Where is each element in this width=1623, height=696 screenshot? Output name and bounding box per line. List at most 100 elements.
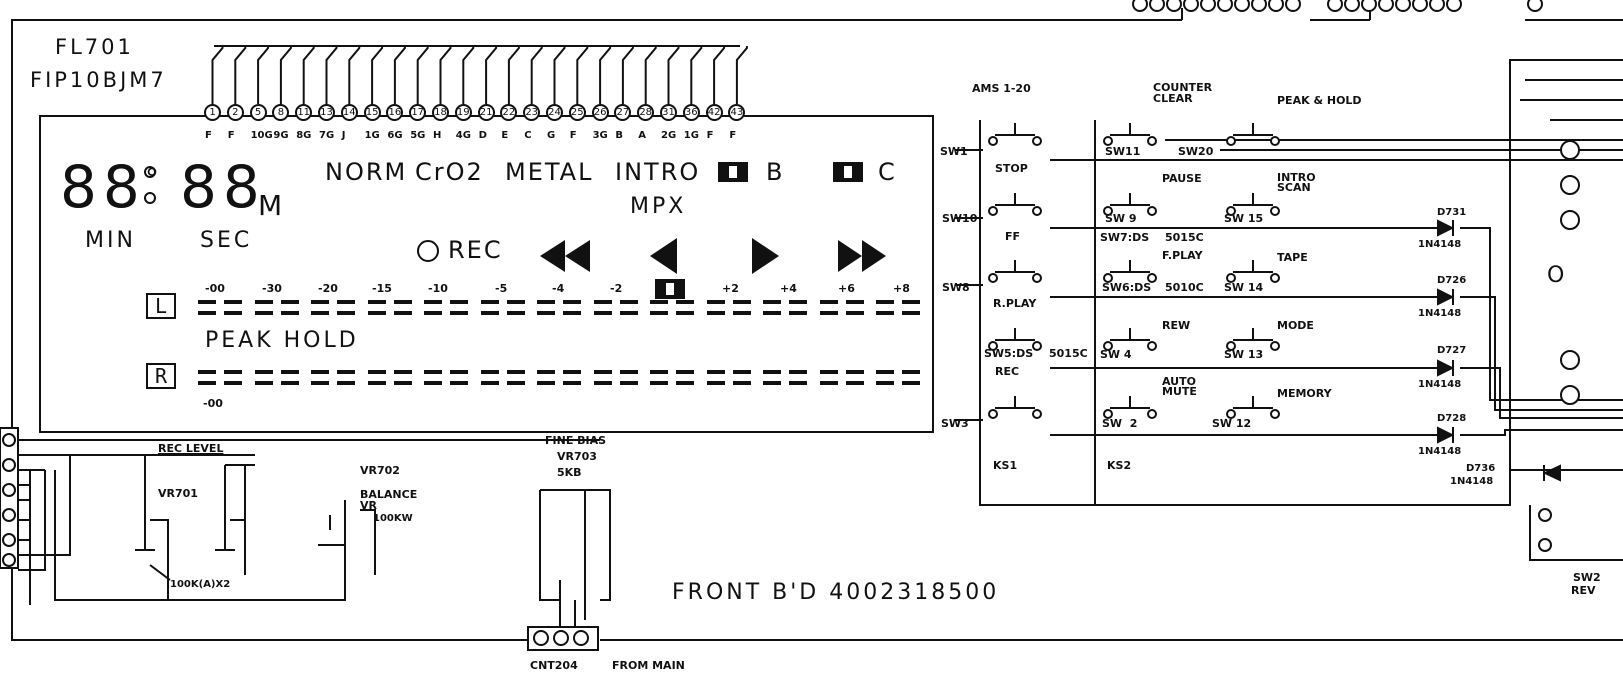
meter-segment — [593, 300, 642, 304]
meter-segment — [480, 311, 529, 315]
comb-pin — [1251, 0, 1267, 12]
switch-actuator — [995, 396, 1035, 409]
fip-pin: 23 — [523, 104, 541, 121]
rplay-label: R.PLAY — [993, 297, 1037, 310]
comb-pin — [1200, 0, 1216, 12]
fip-pin: 19 — [454, 104, 472, 121]
meter-segment — [424, 370, 472, 374]
fip-pin: 14 — [340, 104, 358, 121]
db-scale-label: -20 — [318, 282, 338, 295]
switch-actuator — [1233, 396, 1273, 409]
mpx-label: MPX — [630, 194, 687, 219]
ks1-label: KS1 — [993, 459, 1018, 472]
meter-segment — [311, 381, 359, 385]
rec-sw-label: REC — [995, 365, 1020, 378]
fip-pin-label: 9G — [273, 130, 289, 141]
d726-ref: D726 — [1437, 275, 1467, 286]
switch-contact — [1226, 136, 1236, 146]
meter-segment — [819, 381, 868, 385]
peak-hold-sw-label: PEAK & HOLD — [1277, 94, 1362, 107]
comb-pin — [1361, 0, 1377, 12]
mode-sw-label: MODE — [1277, 319, 1314, 332]
meter-segment — [537, 381, 585, 385]
fip-pin-label: F — [729, 130, 737, 141]
meter-segment — [424, 381, 472, 385]
meter-segment — [650, 381, 698, 385]
rewind-icon — [540, 240, 565, 272]
meter-segment — [311, 370, 359, 374]
vr702-value: 100KW — [373, 513, 413, 524]
switch-actuator — [1110, 396, 1150, 409]
rev-label: REV — [1571, 584, 1596, 597]
comb-pin — [1395, 0, 1411, 12]
comb-pin — [1217, 0, 1233, 12]
meter-segment — [198, 300, 246, 304]
fip-pin-label: 1G — [683, 130, 699, 141]
ch-l-box: L — [146, 293, 176, 319]
pause-label: PAUSE — [1162, 172, 1202, 185]
fip-pin-label: J — [341, 130, 346, 141]
partial-o-label: O — [1547, 263, 1565, 288]
db-scale-label: -4 — [552, 282, 565, 295]
fast-forward-icon — [838, 240, 862, 272]
meter-segment — [254, 370, 303, 374]
fip-pin: 22 — [500, 104, 518, 121]
switch-contact — [1226, 273, 1236, 283]
meter-segment — [367, 300, 416, 304]
switch-actuator — [995, 260, 1035, 273]
switch-contact — [1270, 341, 1280, 351]
db-scale-label: +2 — [722, 282, 739, 295]
bottom-db-label: -00 — [203, 397, 223, 410]
fip-pin: 28 — [637, 104, 655, 121]
fip-pin-label: F — [227, 130, 235, 141]
meter-segment — [480, 370, 529, 374]
fip-pin: 5 — [249, 104, 267, 121]
meter-segment — [763, 381, 811, 385]
switch-contact — [1226, 206, 1236, 216]
fip-pin: 24 — [546, 104, 563, 121]
sw8-label: SW8 — [942, 281, 970, 294]
switch-contact — [1032, 341, 1042, 351]
fip-pin: 43 — [728, 104, 746, 121]
sw10-label: SW10 — [942, 212, 978, 225]
meter-segment — [706, 300, 755, 304]
comb-pin — [1378, 0, 1394, 12]
switch-actuator — [1110, 260, 1150, 273]
meter-segment — [819, 370, 868, 374]
counter-clear-label: COUNTER CLEAR — [1153, 81, 1213, 105]
switch-contact — [1147, 136, 1157, 146]
ks2-label: KS2 — [1107, 459, 1132, 472]
auto-mute-label: AUTO MUTE — [1162, 375, 1197, 398]
stop-label: STOP — [995, 162, 1028, 175]
fip-pin-label: F — [205, 130, 212, 141]
colon-dot — [144, 192, 156, 204]
fine-bias-label: FINE BIAS — [545, 434, 607, 447]
fast-forward-icon — [862, 240, 886, 272]
vr703-label: VR703 — [557, 450, 597, 463]
comb-pin — [1166, 0, 1182, 12]
vr701-value: 100K(A)X2 — [170, 579, 231, 590]
db-scale-label: -10 — [428, 282, 448, 295]
db-scale-label: -15 — [372, 282, 392, 295]
switch-actuator — [1110, 193, 1150, 206]
fip-pin-label: F — [706, 130, 714, 141]
vr701-label: VR701 — [158, 487, 198, 500]
d728-part: 1N4148 — [1418, 446, 1462, 457]
meter-segment — [650, 311, 698, 315]
fip-pin: 8 — [272, 104, 290, 121]
sw6-label: SW6:DS — [1102, 281, 1152, 294]
fip-pin: 16 — [386, 104, 404, 121]
ch-r-box: R — [146, 363, 176, 389]
meter-segment — [706, 370, 755, 374]
switch-contact — [1103, 206, 1113, 216]
fip-pin-label: 5G — [410, 130, 426, 141]
fip-pin-label: C — [524, 130, 532, 141]
sw2-partial-label: SW2 — [1573, 571, 1601, 584]
switch-actuator — [1110, 328, 1150, 341]
db-scale-label: -30 — [262, 282, 282, 295]
meter-segment — [367, 370, 416, 374]
switch-actuator — [1110, 123, 1150, 136]
ams-label: AMS 1-20 — [972, 82, 1031, 95]
tape-cro2: CrO2 — [415, 158, 484, 186]
db-scale-label: +8 — [893, 282, 910, 295]
